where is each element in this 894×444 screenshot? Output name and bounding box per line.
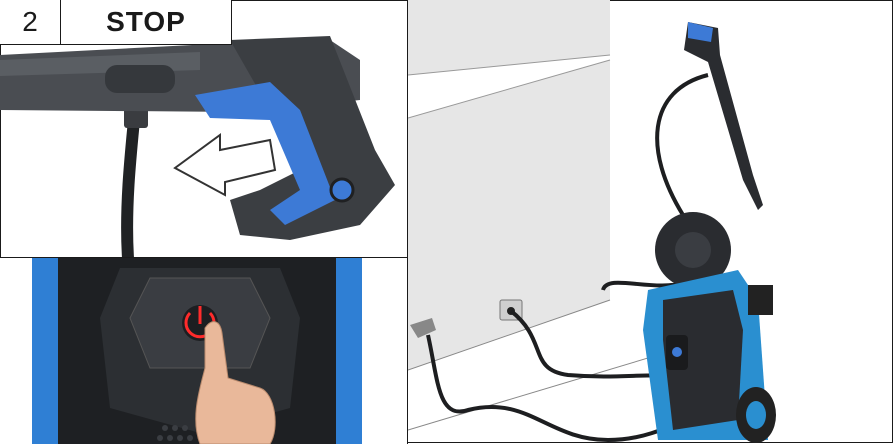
step-header: 2 STOP bbox=[0, 0, 232, 45]
housing-left-blue bbox=[32, 258, 58, 444]
step-label: STOP bbox=[61, 0, 231, 44]
machine-overview-panel bbox=[408, 0, 894, 444]
control-panel-illustration bbox=[0, 258, 408, 444]
lock-button bbox=[331, 179, 353, 201]
pressure-washer-illustration bbox=[408, 0, 894, 444]
release-arrow-icon bbox=[175, 135, 275, 195]
power-button-panel bbox=[0, 258, 408, 444]
wall bbox=[408, 60, 610, 370]
hose-line bbox=[127, 110, 135, 258]
housing-right-blue bbox=[336, 258, 362, 444]
step-number: 2 bbox=[0, 0, 61, 44]
lance bbox=[684, 22, 763, 210]
trigger-release-panel: 2 STOP bbox=[0, 0, 408, 258]
